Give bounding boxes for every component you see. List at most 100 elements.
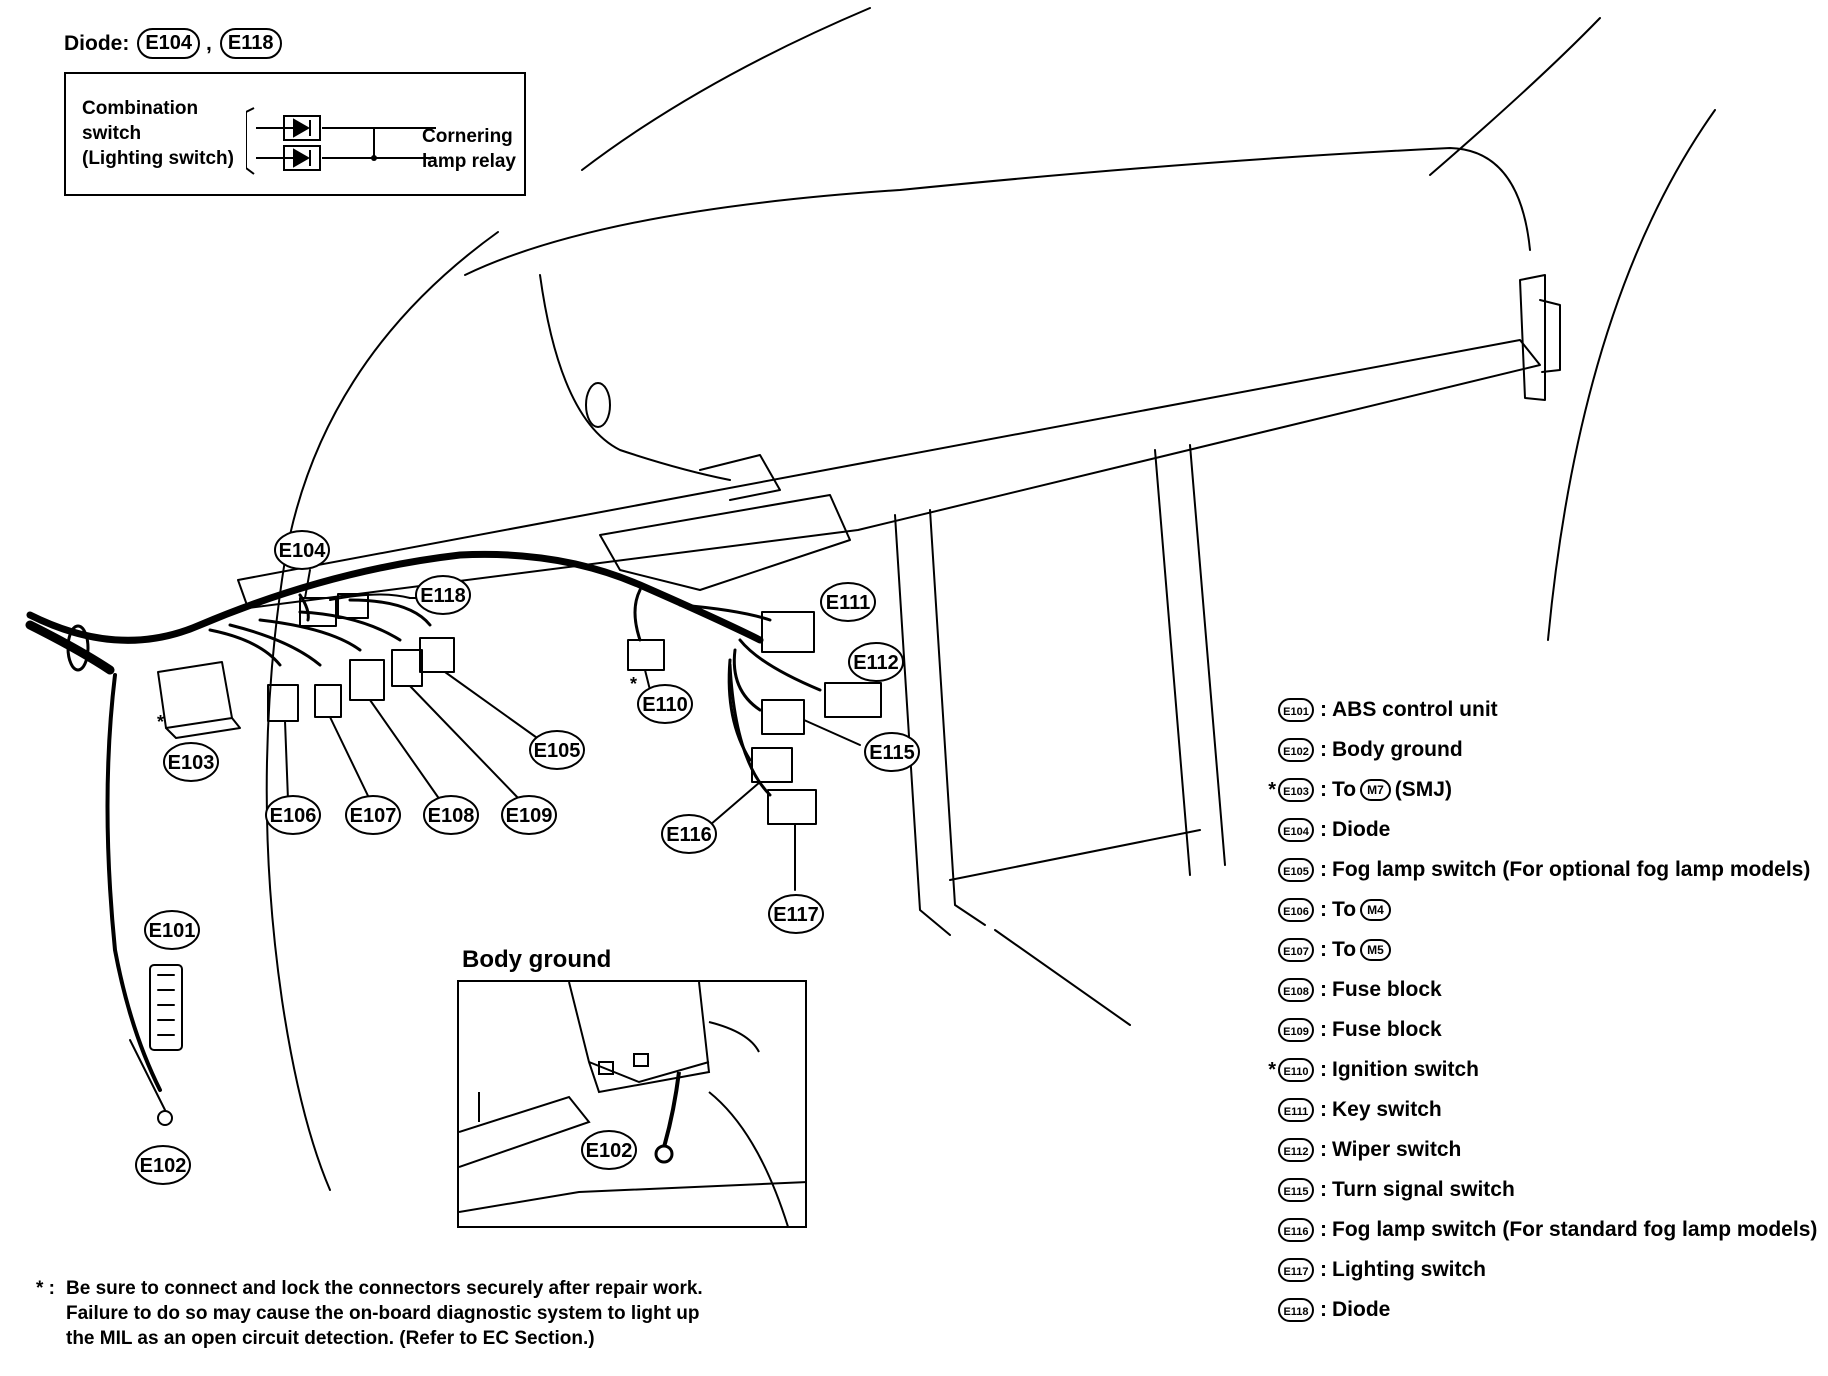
branch-e116: [727, 658, 752, 762]
connector-e105-body: [419, 637, 455, 673]
diode-1-box: [283, 115, 321, 141]
dash-left-panel: [539, 274, 731, 481]
legend-ref: M4: [1360, 899, 1391, 921]
legend-code: E108: [1278, 978, 1314, 1002]
legend-text: Lighting switch: [1332, 1258, 1486, 1281]
legend-code: E103: [1278, 778, 1314, 802]
center-bracket: [599, 494, 851, 591]
branch-e112: [738, 638, 822, 692]
legend-text: To: [1332, 778, 1357, 801]
legend-text: To: [1332, 898, 1357, 921]
connector-e116-body: [751, 747, 793, 783]
dashboard-top: [464, 147, 1531, 276]
body-ground-title: Body ground: [462, 946, 612, 973]
connector-e106-body: [267, 684, 299, 722]
diode-header-comma: ,: [206, 31, 212, 55]
cross-member-beam: [237, 339, 1541, 609]
dash-bracket: [699, 454, 781, 501]
asterisk-e110: *: [630, 674, 637, 694]
connector-e109-body: [391, 649, 423, 687]
callout-e106-ring: [265, 795, 321, 835]
legend-ref: M5: [1360, 939, 1391, 961]
leader-e116: [709, 781, 761, 826]
inset-ground-bolt: [654, 1144, 674, 1164]
legend-text: Body ground: [1332, 738, 1463, 761]
inset-sill: [459, 1095, 591, 1168]
legend-suffix: (SMJ): [1394, 778, 1452, 801]
callout-e115: E115: [869, 742, 915, 764]
callout-e106: E106: [270, 805, 317, 827]
legend-code: E118: [1278, 1298, 1314, 1322]
leader-e108: [369, 699, 441, 801]
diode-left-label: Combination switch (Lighting switch): [82, 96, 242, 171]
diode-header-label: Diode:: [64, 31, 130, 55]
dash-hole: [585, 382, 611, 428]
diode-symbol: [246, 107, 436, 175]
legend-text: Diode: [1332, 1298, 1391, 1321]
callout-e111: E111: [826, 592, 871, 614]
legend-row: E118 : Diode: [1262, 1290, 1828, 1330]
legend-row: E115 : Turn signal switch: [1262, 1170, 1828, 1210]
harness-trunk: [26, 550, 764, 644]
support-leg-c: [1154, 449, 1191, 876]
legend-row: E112 : Wiper switch: [1262, 1130, 1828, 1170]
legend-text: Fog lamp switch (For optional fog lamp m…: [1332, 858, 1811, 881]
inset-wire-top: [708, 1021, 760, 1053]
callout-e115-ring: [864, 732, 920, 772]
legend-row: E102 : Body ground: [1262, 730, 1828, 770]
branch-e107: [228, 623, 322, 667]
windshield-line-upper: [581, 7, 871, 171]
connector-e115-body: [761, 699, 805, 735]
legend-row: E108 : Fuse block: [1262, 970, 1828, 1010]
legend-row: E116 : Fog lamp switch (For standard fog…: [1262, 1210, 1828, 1250]
beam-end-flange: [1539, 299, 1561, 373]
support-leg-b: [929, 509, 986, 926]
branch-e111: [678, 603, 772, 622]
diode-brace: [246, 107, 255, 175]
grommet: [66, 624, 90, 672]
diode-header: Diode: E104 , E118: [64, 28, 282, 59]
leader-e115: [803, 719, 861, 746]
legend-text: Diode: [1332, 818, 1391, 841]
legend-code: E104: [1278, 818, 1314, 842]
legend-row: * E110 : Ignition switch: [1262, 1050, 1828, 1090]
footnote-line-1: * :Be sure to connect and lock the conne…: [36, 1276, 703, 1301]
connector-e101-body: [149, 964, 183, 1051]
connector-e101-pins: [157, 974, 175, 1036]
legend-row: E105 : Fog lamp switch (For optional fog…: [1262, 850, 1828, 890]
a-pillar-line: [1547, 109, 1716, 641]
connector-e112-body: [824, 682, 882, 718]
callout-e116-ring: [661, 814, 717, 854]
legend-text: To: [1332, 938, 1357, 961]
callout-e110-ring: [637, 684, 693, 724]
support-crossbar: [949, 829, 1201, 881]
callout-e102-ring: [135, 1145, 191, 1185]
inset-floor: [459, 1181, 805, 1213]
legend-code: E117: [1278, 1258, 1314, 1282]
legend-row: E106 : To M4: [1262, 890, 1828, 930]
callout-e109: E109: [506, 805, 553, 827]
asterisk-e103: *: [157, 712, 164, 732]
legend-text: Fuse block: [1332, 978, 1442, 1001]
ground-wire: [129, 1039, 166, 1111]
footnote-prefix: * :: [36, 1278, 55, 1299]
legend-row: E104 : Diode: [1262, 810, 1828, 850]
callout-e118: E118: [420, 585, 466, 607]
callout-e104: E104: [279, 540, 327, 562]
diode-schematic-box: Combination switch (Lighting switch) Cor…: [64, 72, 526, 196]
leader-e110: [644, 669, 651, 691]
legend-code: E111: [1278, 1098, 1314, 1122]
windshield-line-right: [1429, 17, 1601, 176]
leader-e105: [444, 671, 541, 741]
legend-code: E109: [1278, 1018, 1314, 1042]
diode-junction-dot: [371, 155, 377, 161]
connector-e110-body: [627, 639, 665, 671]
inset-slot-1: [598, 1061, 614, 1075]
support-leg-d: [1189, 444, 1226, 866]
inset-bracket: [568, 982, 711, 1094]
callout-e105-ring: [529, 730, 585, 770]
connector-e107-body: [314, 684, 342, 718]
leader-e106: [284, 720, 289, 801]
branch-e117: [728, 663, 772, 797]
connector-legend: E101 : ABS control unit E102 : Body grou…: [1262, 690, 1828, 1330]
